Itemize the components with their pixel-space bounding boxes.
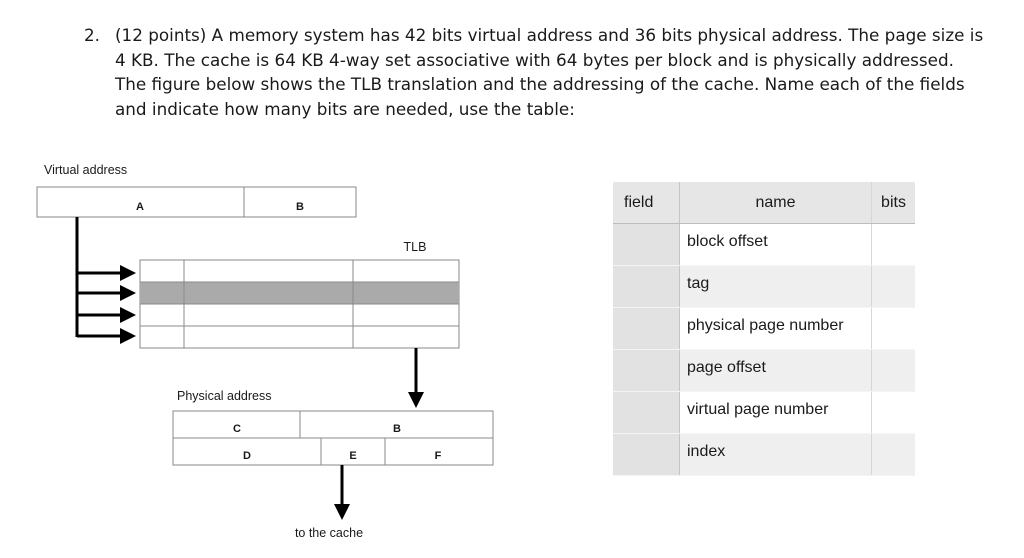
- field-d-label: D: [243, 450, 251, 462]
- field-cell[interactable]: [613, 307, 680, 350]
- answer-table-header: field name bits: [613, 182, 915, 224]
- field-b-physical-label: B: [393, 423, 401, 435]
- name-cell: virtual page number: [679, 391, 872, 434]
- field-cell[interactable]: [613, 391, 680, 434]
- ppn-arrowhead: [408, 392, 424, 408]
- field-cell[interactable]: [613, 265, 680, 308]
- field-a-label: A: [136, 201, 144, 213]
- question-body: (12 points) A memory system has 42 bits …: [115, 25, 984, 119]
- virtual-address-label: Virtual address: [44, 163, 127, 177]
- bits-cell[interactable]: [871, 265, 915, 308]
- question-text-block: 2. (12 points) A memory system has 42 bi…: [84, 23, 984, 121]
- physical-address-box: [172, 410, 494, 466]
- tlb-compare-arrows: [77, 265, 136, 344]
- virtual-address-box: [36, 186, 357, 218]
- to-cache-label: to the cache: [295, 526, 363, 540]
- physical-address-label: Physical address: [177, 389, 272, 403]
- header-bits: bits: [871, 182, 915, 224]
- field-b-virtual-label: B: [296, 201, 304, 213]
- bits-cell[interactable]: [871, 349, 915, 392]
- name-cell: tag: [679, 265, 872, 308]
- tlb-label: TLB: [404, 240, 427, 254]
- table-row: virtual page number: [613, 391, 915, 434]
- name-cell: page offset: [679, 349, 872, 392]
- bits-cell[interactable]: [871, 307, 915, 350]
- table-row: tag: [613, 265, 915, 308]
- table-row: index: [613, 433, 915, 476]
- bits-cell[interactable]: [871, 433, 915, 476]
- answer-table: field name bits block offset tag physica…: [613, 182, 915, 476]
- field-e-label: E: [349, 450, 356, 462]
- tlb-table: [139, 259, 460, 349]
- name-cell: physical page number: [679, 307, 872, 350]
- field-f-label: F: [435, 450, 442, 462]
- field-cell[interactable]: [613, 349, 680, 392]
- field-cell[interactable]: [613, 433, 680, 476]
- table-row: block offset: [613, 223, 915, 266]
- header-field: field: [613, 182, 680, 224]
- table-row: page offset: [613, 349, 915, 392]
- bits-cell[interactable]: [871, 391, 915, 434]
- header-name: name: [679, 182, 872, 224]
- name-cell: index: [679, 433, 872, 476]
- field-cell[interactable]: [613, 223, 680, 266]
- bits-cell[interactable]: [871, 223, 915, 266]
- table-row: physical page number: [613, 307, 915, 350]
- field-c-label: C: [233, 423, 241, 435]
- name-cell: block offset: [679, 223, 872, 266]
- question-number: 2.: [84, 25, 101, 45]
- cache-arrowhead: [334, 504, 350, 520]
